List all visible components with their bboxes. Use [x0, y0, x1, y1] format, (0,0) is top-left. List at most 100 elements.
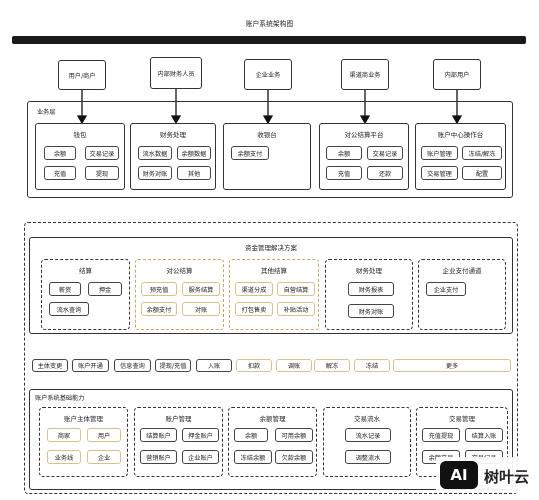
- item-box: 账户管理: [421, 146, 458, 160]
- item-box: 充值提现: [422, 428, 460, 442]
- arrow-head: [262, 115, 274, 125]
- group-title: 交易流水: [354, 415, 380, 423]
- group-account-subject: 账户主体管理 商家 用户 业务线 企业: [39, 407, 128, 477]
- item-box: 打包售卖: [235, 302, 273, 316]
- business-layer-title: 业务层: [37, 109, 56, 116]
- item-box: 企业: [87, 450, 121, 464]
- group-fin-processing: 财务处理 财务报表 财务对账: [325, 259, 413, 330]
- item-box: 预充值: [141, 282, 177, 296]
- item-box: 流水查询: [49, 302, 89, 316]
- group-title: 交易管理: [449, 415, 475, 423]
- item-box: 渠道分成: [235, 282, 273, 296]
- group-other-settle: 其他结算 渠道分成 自营结算 打包售卖 补贴活动: [229, 259, 319, 330]
- group-enterprise-pay: 企业支付通道 企业支付: [418, 259, 506, 330]
- fund-solution: 资金管理解决方案 结算 薪资 押金 流水查询 对公结算 预充值 服务结算 余额支…: [29, 237, 513, 334]
- item-box: 交易记录: [85, 146, 119, 160]
- item-box: 流水数据: [138, 146, 172, 160]
- item-box: 欠款余额: [275, 450, 313, 464]
- item-box: 补贴活动: [277, 302, 315, 316]
- item-box: 薪资: [49, 282, 81, 296]
- platform-container: [24, 222, 518, 494]
- group-settlement: 结算 薪资 押金 流水查询: [41, 259, 130, 330]
- operations-row: 主体变更 账户开通 信息查询 提现/充值 入账 扣款 调账 解冻 冻结 更多: [29, 357, 515, 373]
- item-box: 押金账户: [182, 428, 219, 442]
- fund-solution-title: 资金管理解决方案: [245, 244, 297, 252]
- group-title: 企业支付通道: [442, 267, 482, 275]
- group-cashier: 收银台 余额支付: [223, 123, 311, 190]
- group-wallet: 钱包 余额 交易记录 充值 提现: [35, 123, 125, 190]
- watermark-logo-icon: AI: [440, 461, 478, 489]
- watermark-text: 树叶云: [484, 468, 530, 486]
- group-title: 财务处理: [160, 131, 186, 139]
- item-box: 余额: [234, 428, 268, 442]
- group-title: 账户中心操作台: [437, 131, 484, 139]
- item-box: 结算账户: [140, 428, 177, 442]
- item-box: 营销账户: [140, 450, 177, 464]
- source-internal-user: 内部用户: [433, 59, 481, 90]
- group-title: 结算: [79, 267, 92, 275]
- item-box: 充值: [326, 166, 362, 180]
- source-channel: 渠道商业务: [341, 59, 389, 90]
- op-box: 信息查询: [114, 359, 151, 372]
- item-box: 余额支付: [231, 146, 269, 160]
- base-capability: 账户系统基础能力 账户主体管理 商家 用户 业务线 企业 账户管理 结算账户 押…: [29, 389, 513, 490]
- item-box: 服务结算: [182, 282, 220, 296]
- item-box: 余额支付: [141, 302, 177, 316]
- item-box: 对账: [182, 302, 220, 316]
- item-box: 财务报表: [348, 282, 394, 296]
- op-box: 解冻: [314, 359, 350, 372]
- op-box: 提现/充值: [155, 359, 191, 372]
- group-txn-flow: 交易流水 流水记录 调整流水: [323, 407, 411, 477]
- group-title: 收银台: [257, 131, 277, 139]
- item-box: 还款: [367, 166, 403, 180]
- item-box: 冻结余额: [234, 450, 272, 464]
- op-box: 账户开通: [72, 359, 109, 372]
- item-box: 可用余额: [275, 428, 313, 442]
- watermark: AI 树叶云: [436, 457, 536, 493]
- group-title: 钱包: [73, 131, 87, 139]
- arrow-head: [451, 115, 463, 125]
- op-box: 更多: [393, 359, 511, 372]
- item-box: 余额数据: [177, 146, 211, 160]
- item-box: 充值: [44, 166, 76, 180]
- item-box: 流水记录: [345, 428, 391, 442]
- item-box: 交易记录: [367, 146, 403, 160]
- group-title: 对公结算: [166, 267, 193, 275]
- source-user-merchant: 用户/商户: [58, 60, 106, 90]
- item-box: 押金: [88, 282, 122, 296]
- group-finance: 财务处理 流水数据 余额数据 财务对账 其他: [130, 123, 216, 190]
- item-box: 调整流水: [345, 450, 391, 464]
- arrow-head: [76, 115, 88, 125]
- group-title: 其他结算: [261, 267, 287, 275]
- item-box: 业务线: [47, 450, 81, 464]
- page-title: 账户系统架构图: [245, 20, 294, 28]
- item-box: 交易管理: [421, 166, 458, 180]
- item-box: 商家: [47, 428, 81, 442]
- item-box: 财务对账: [138, 166, 172, 180]
- group-account-console: 账户中心操作台 账户管理 冻结/解冻 交易管理 配置: [415, 123, 506, 190]
- item-box: 余额: [44, 146, 76, 160]
- source-enterprise: 企业业务: [244, 59, 292, 90]
- item-box: 自营结算: [277, 282, 315, 296]
- group-title: 账户主体管理: [64, 415, 103, 423]
- item-box: 财务对账: [348, 304, 394, 318]
- item-box: 用户: [87, 428, 121, 442]
- item-box: 企业账户: [182, 450, 219, 464]
- op-box: 入账: [196, 359, 232, 372]
- op-box: 调账: [276, 359, 312, 372]
- group-account-mgmt: 账户管理 结算账户 押金账户 营销账户 企业账户: [134, 407, 223, 477]
- base-capability-title: 账户系统基础能力: [35, 395, 85, 402]
- group-title: 余额管理: [259, 415, 286, 423]
- source-arrows: [76, 89, 463, 125]
- arrow-head: [170, 115, 182, 125]
- op-box: 冻结: [354, 359, 390, 372]
- item-box: 冻结/解冻: [462, 146, 502, 160]
- group-title: 账户管理: [165, 415, 192, 423]
- item-box: 提现: [85, 166, 119, 180]
- item-box: 企业支付: [426, 282, 466, 296]
- source-internal-finance: 内部财务人员: [150, 57, 202, 89]
- op-box: 扣款: [236, 359, 272, 372]
- item-box: 配置: [462, 166, 502, 180]
- item-box: 余额: [326, 146, 362, 160]
- arrow-head: [359, 115, 371, 125]
